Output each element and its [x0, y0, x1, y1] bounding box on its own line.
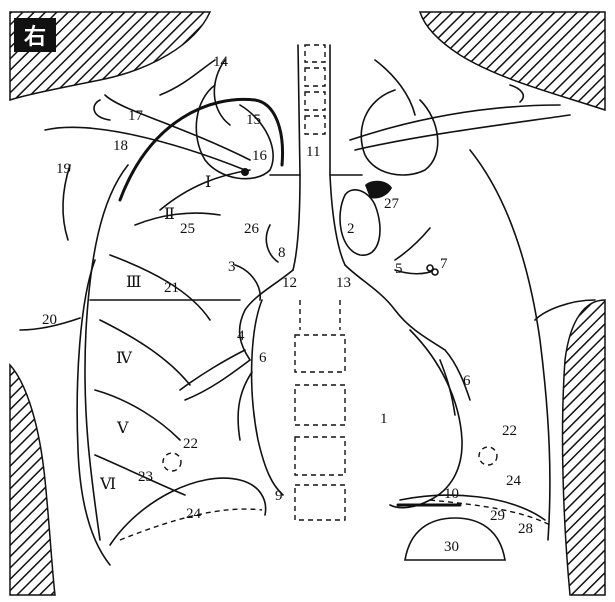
nipple-shadow-left	[479, 447, 497, 465]
label-22-left: 22	[502, 423, 517, 439]
label-27: 27	[384, 196, 400, 212]
cervical-vertebra-2	[305, 68, 325, 86]
label-25: 25	[180, 221, 195, 237]
thoracic-vertebra-3	[295, 437, 345, 475]
label-15: 15	[246, 112, 261, 128]
left-hemidiaphragm	[400, 495, 545, 520]
thoracic-vertebra-2	[295, 385, 345, 425]
label-5: 5	[395, 261, 403, 277]
thoracic-vertebra-1	[295, 335, 345, 372]
rib-label-4: Ⅳ	[116, 350, 133, 367]
label-9: 9	[275, 488, 283, 504]
thoracic-vertebra-4	[295, 485, 345, 520]
upper-structures	[120, 60, 438, 200]
label-24-left: 24	[506, 473, 522, 489]
label-14: 14	[213, 54, 229, 70]
label-22-right: 22	[183, 436, 198, 452]
hatch-bottom-left	[10, 365, 55, 595]
rib-label-1: Ⅰ	[205, 174, 211, 191]
heart	[252, 300, 462, 508]
trachea-right-wall	[330, 45, 345, 265]
label-16: 16	[252, 148, 268, 164]
left-clavicle-upper	[350, 105, 560, 140]
rib-label-6: Ⅵ	[99, 476, 116, 493]
right-heart-border	[252, 300, 283, 495]
label-1: 1	[380, 411, 388, 427]
nipple-shadow-right	[163, 453, 181, 471]
left-clavicle-lower	[355, 115, 570, 150]
label-12: 12	[282, 275, 297, 291]
side-marker: 右	[14, 18, 56, 52]
label-20: 20	[42, 312, 57, 328]
hatch-top-right	[420, 12, 605, 110]
label-10: 10	[444, 486, 459, 502]
label-4: 4	[237, 328, 245, 344]
right-clavicle-lower	[45, 127, 245, 170]
rib-5	[95, 390, 180, 440]
label-24-right: 24	[186, 506, 202, 522]
label-19: 19	[56, 161, 71, 177]
label-8: 8	[278, 245, 286, 261]
label-23: 23	[138, 469, 153, 485]
label-26: 26	[244, 221, 260, 237]
label-6-left: 6	[463, 373, 471, 389]
cervical-vertebra-1	[305, 45, 325, 62]
right-outer-soft-tissue	[77, 260, 110, 565]
label-13: 13	[336, 275, 351, 291]
right-hilar-vessel	[266, 225, 278, 262]
cervical-vertebra-4	[305, 116, 325, 134]
label-18: 18	[113, 138, 128, 154]
hilum	[180, 181, 470, 440]
aortic-knob	[340, 190, 380, 255]
landmark-7-node-2	[432, 269, 438, 275]
thoracic-spine	[295, 300, 345, 520]
rib-3	[110, 255, 210, 320]
label-17: 17	[128, 108, 144, 124]
left-clavicle-tip	[510, 85, 523, 102]
right-neck-contour	[160, 60, 215, 95]
label-6-right: 6	[259, 350, 267, 366]
label-3: 3	[228, 259, 236, 275]
rib-label-2: Ⅱ	[164, 206, 175, 223]
label-11: 11	[306, 144, 320, 160]
left-heart-border	[390, 330, 462, 508]
left-main-bronchus	[345, 265, 445, 350]
cervical-vertebra-3	[305, 92, 325, 110]
trachea-left-wall	[293, 45, 300, 270]
right-lower-branches	[180, 350, 252, 440]
rib-label-5: Ⅴ	[116, 420, 129, 437]
spine-upper-dash	[300, 300, 340, 330]
label-28: 28	[518, 521, 533, 537]
label-7: 7	[440, 256, 448, 272]
label-21: 21	[164, 280, 179, 296]
rib-2	[135, 213, 220, 225]
diaphragm	[110, 447, 550, 560]
hatch-bottom-right	[563, 300, 605, 595]
label-29: 29	[490, 508, 505, 524]
right-pulmonary-artery	[235, 265, 260, 300]
label-2: 2	[347, 221, 355, 237]
rib-4	[100, 320, 190, 385]
right-clavicle-tip	[94, 100, 110, 120]
label-30: 30	[444, 539, 459, 555]
rib-label-3: Ⅲ	[126, 274, 141, 291]
left-upper-arc	[375, 60, 415, 115]
hatched-regions	[10, 12, 605, 595]
side-marker-text: 右	[24, 25, 46, 50]
